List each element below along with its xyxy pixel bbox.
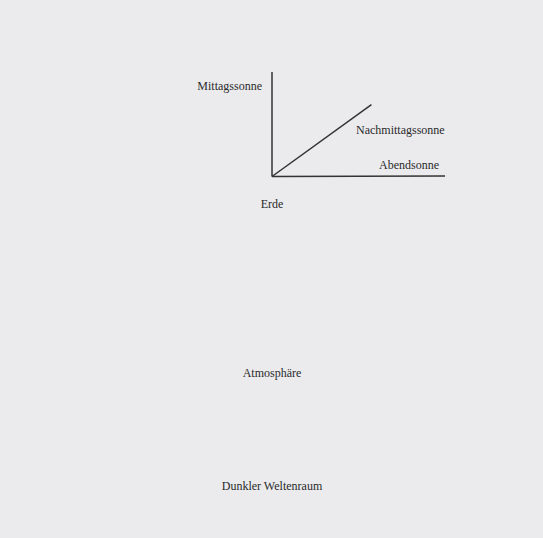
region-label: Erde [261,197,284,211]
sight-line [271,72,273,177]
earth-circle: Erde [180,176,364,360]
sun-label: Mittagssonne [197,79,262,93]
region-label: Dunkler Weltenraum [222,479,322,493]
sight-line [272,105,371,177]
sight-line [272,175,445,177]
atmosphere-circle: Atmosphäre Erde [155,151,389,385]
sun-circle: Mittagssonne [252,32,292,72]
sun-circle-outline [252,32,292,72]
sun-label: Nachmittagssonne [356,123,445,137]
sun-circle: Nachmittagssonne [368,76,404,112]
region-label: Atmosphäre [243,366,302,380]
sun-label: Abendsonne [379,158,439,172]
sun-circle-outline [368,76,404,112]
space-circle: Dunkler Weltenraum Atmosphäre Erde Mittagss… [24,20,520,516]
sun-circle-outline [445,156,485,196]
space-circle-outline [24,20,520,516]
sun-circle: Abendsonne [445,156,485,196]
atmosphere-circle-outline [155,151,389,385]
